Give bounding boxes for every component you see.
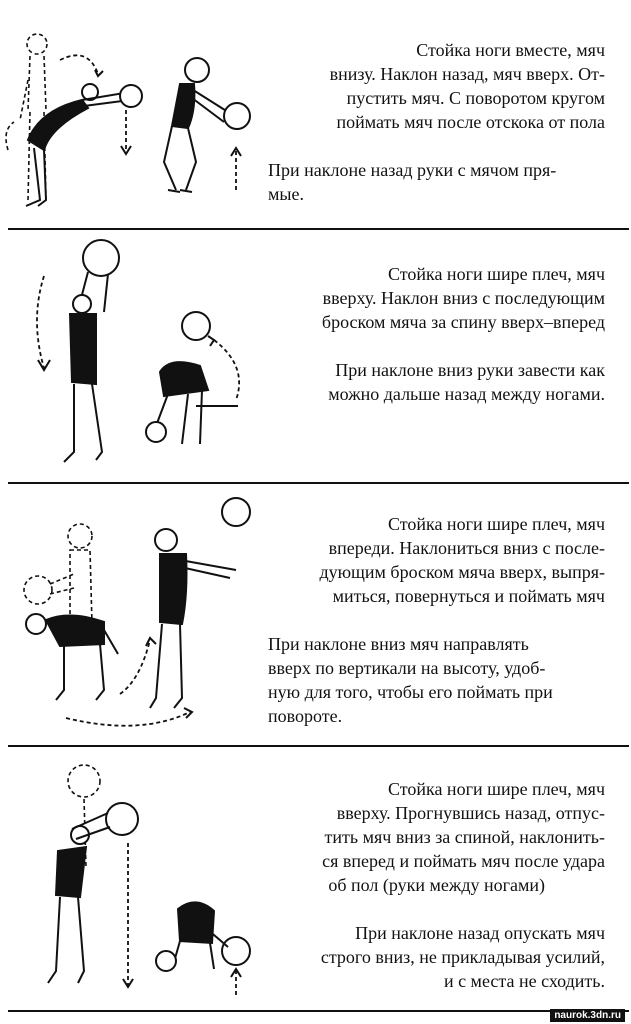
exercise-2: Стойка ноги шире плеч, мяч вверху. Накло… [0, 230, 631, 482]
section-divider [8, 482, 629, 484]
exercise-2-illustration [36, 239, 240, 463]
text-line: При наклоне вниз руки завести как [335, 360, 605, 380]
text-line: тить мяч вниз за спиной, наклонить- [324, 827, 605, 847]
text-line: вверху. Наклон вниз с последующим [322, 288, 605, 308]
text-line: При наклоне вниз мяч направлять [268, 634, 529, 654]
text-line: броском мяча за спину вверх–вперед [321, 312, 605, 332]
section-divider [8, 1010, 629, 1012]
exercise-3: Стойка ноги шире плеч, мяч впереди. Накл… [0, 484, 631, 745]
text-line: вверху. Прогнувшись назад, отпус- [336, 803, 605, 823]
text-line: Стойка ноги шире плеч, мяч [387, 514, 605, 534]
note: При наклоне вниз руки завести как можно … [268, 358, 605, 406]
exercise-3-text: Стойка ноги шире плеч, мяч впереди. Накл… [268, 512, 605, 728]
section-divider [8, 745, 629, 747]
text-line: дующим броском мяча вверх, выпря- [319, 562, 605, 582]
instruction: Стойка ноги шире плеч, мяч вверху. Прогн… [268, 777, 605, 897]
text-line: мые. [268, 184, 304, 204]
text-line: внизу. Наклон назад, мяч вверх. От- [329, 64, 605, 84]
text-line: миться, повернуться и поймать мяч [332, 586, 605, 606]
section-divider [8, 228, 629, 230]
text-line: ся вперед и поймать мяч после удара [322, 851, 605, 871]
note: При наклоне назад опускать мяч строго вн… [268, 921, 605, 993]
text-line: При наклоне назад опускать мяч [355, 923, 605, 943]
exercise-3-illustration [23, 497, 251, 727]
exercise-1-illustration [5, 33, 251, 207]
instruction: Стойка ноги вместе, мяч внизу. Наклон на… [268, 38, 605, 134]
watermark: naurok.3dn.ru [550, 1009, 625, 1022]
text-line: и с места не сходить. [443, 971, 605, 991]
text-line: об пол (руки между ногами) [328, 875, 545, 895]
exercise-4-illustration [47, 764, 251, 995]
instruction: Стойка ноги шире плеч, мяч впереди. Накл… [268, 512, 605, 608]
text-line: Стойка ноги шире плеч, мяч [387, 264, 605, 284]
text-line: Стойка ноги шире плеч, мяч [387, 779, 605, 799]
text-line: вверх по вертикали на высоту, удоб- [268, 658, 546, 678]
exercise-4-text: Стойка ноги шире плеч, мяч вверху. Прогн… [268, 777, 605, 993]
instruction: Стойка ноги шире плеч, мяч вверху. Накло… [268, 262, 605, 334]
note: При наклоне назад руки с мячом пря- мые. [268, 158, 605, 206]
text-line: поймать мяч после отскока от пола [336, 112, 605, 132]
exercise-1: Стойка ноги вместе, мяч внизу. Наклон на… [0, 0, 631, 228]
text-line: пустить мяч. С поворотом кругом [346, 88, 605, 108]
exercise-1-text: Стойка ноги вместе, мяч внизу. Наклон на… [268, 38, 605, 206]
exercise-4: Стойка ноги шире плеч, мяч вверху. Прогн… [0, 747, 631, 1010]
text-line: можно дальше назад между ногами. [328, 384, 605, 404]
text-line: повороте. [268, 706, 343, 726]
exercise-2-text: Стойка ноги шире плеч, мяч вверху. Накло… [268, 262, 605, 406]
text-line: ную для того, чтобы его поймать при [268, 682, 553, 702]
text-line: Стойка ноги вместе, мяч [416, 40, 605, 60]
note: При наклоне вниз мяч направлять вверх по… [268, 632, 605, 728]
text-line: строго вниз, не прикладывая усилий, [320, 947, 605, 967]
text-line: При наклоне назад руки с мячом пря- [268, 160, 557, 180]
text-line: впереди. Наклониться вниз с после- [328, 538, 605, 558]
